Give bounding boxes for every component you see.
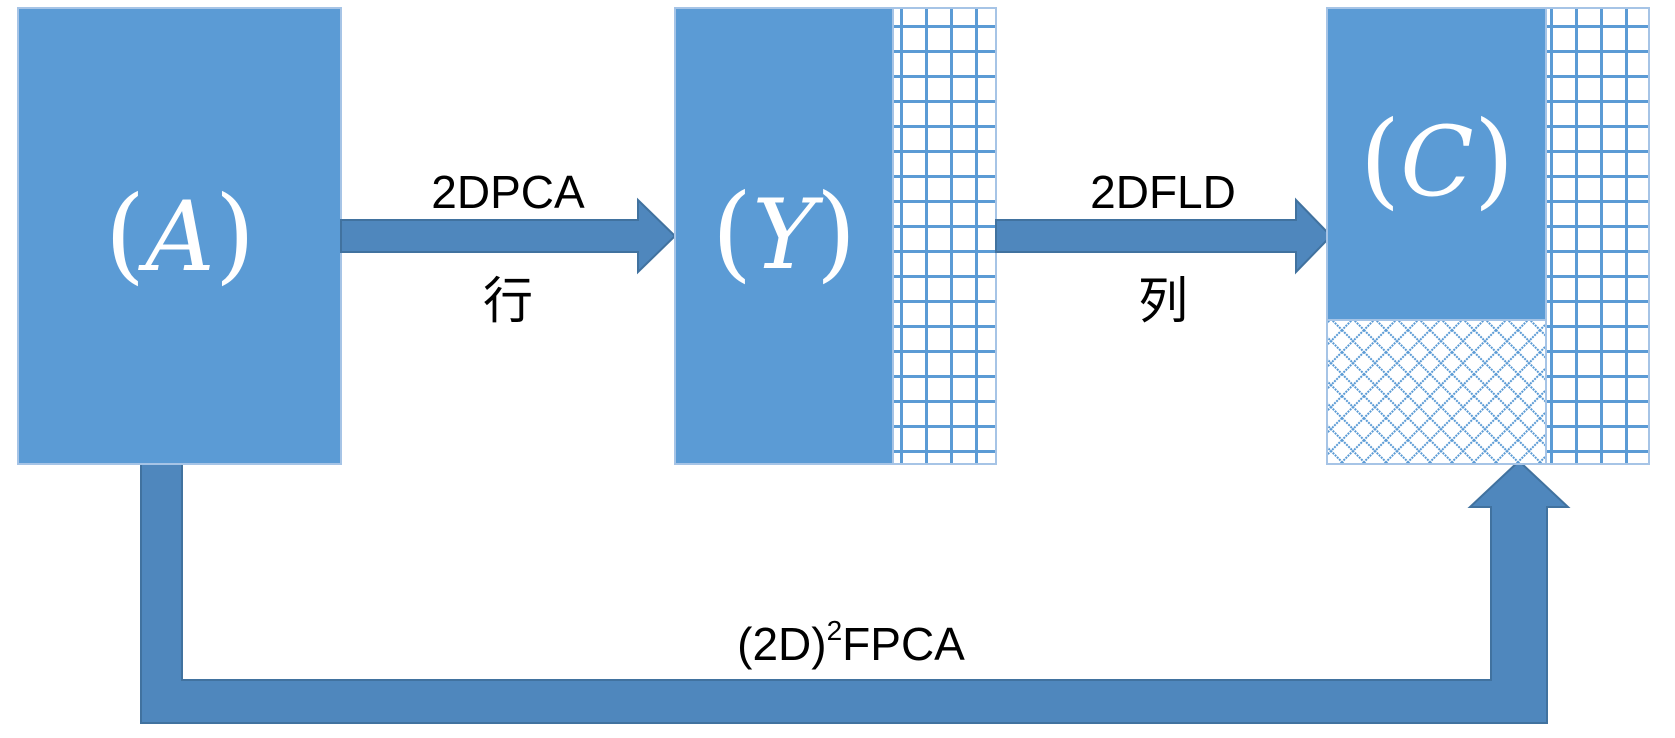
column-arrow-direction-label: 列: [1138, 273, 1188, 329]
bypass-arrow-label: (2D)2FPCA: [737, 615, 965, 670]
row-arrow: [340, 197, 677, 275]
block-y-label: (Y): [712, 171, 857, 293]
block-a-left-paren: (: [105, 173, 146, 295]
bypass-label-prefix: (2D): [737, 618, 826, 670]
block-y-right-paren: ): [816, 171, 857, 293]
block-a-symbol: A: [137, 181, 214, 293]
block-y-symbol: Y: [752, 179, 824, 291]
block-y-grid-region: [892, 7, 997, 465]
block-a: (A): [17, 7, 342, 465]
block-c-grid-region: [1545, 7, 1650, 465]
block-y: (Y): [674, 7, 997, 465]
block-y-left-paren: (: [712, 171, 753, 293]
block-c-left-paren: (: [1360, 98, 1401, 220]
block-a-label: (A): [105, 173, 255, 295]
block-a-body: [17, 7, 342, 465]
bypass-label-superscript: 2: [827, 615, 843, 646]
block-c-symbol: C: [1400, 106, 1473, 218]
bypass-label-suffix: FPCA: [842, 618, 965, 670]
block-c: (C): [1326, 7, 1650, 465]
column-arrow: [995, 197, 1333, 275]
block-c-diamond-region: [1326, 319, 1547, 465]
block-a-right-paren: ): [215, 173, 256, 295]
block-y-body: [674, 7, 894, 465]
block-c-body: [1326, 7, 1547, 321]
block-c-right-paren: ): [1474, 98, 1515, 220]
row-arrow-direction-label: 行: [483, 273, 533, 329]
row-arrow-method-label: 2DPCA: [431, 166, 585, 218]
column-arrow-method-label: 2DFLD: [1090, 166, 1236, 218]
block-c-label: (C): [1360, 98, 1515, 220]
bypass-arrow: [140, 459, 1571, 724]
